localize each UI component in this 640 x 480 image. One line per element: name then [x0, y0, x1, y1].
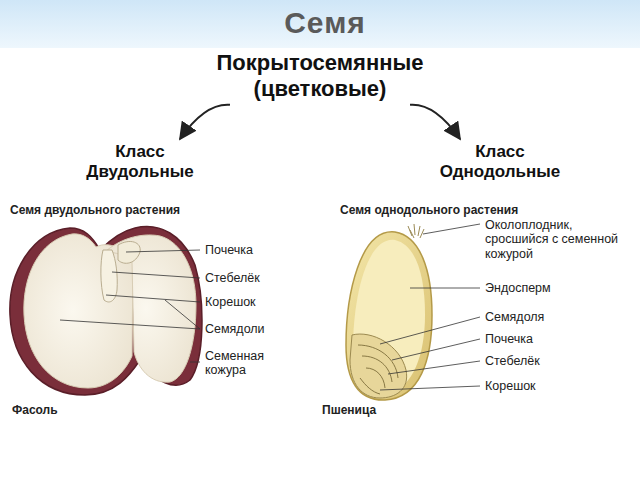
part-label: Семядоля — [485, 310, 544, 324]
part-label: Стебелёк — [205, 271, 260, 285]
class-heading: Класс Однодольные — [435, 142, 565, 183]
bean-seed — [10, 227, 202, 395]
class-heading: Покрытосемянные (цветковые) — [205, 50, 435, 103]
wheat-grain — [346, 224, 480, 400]
part-label: Околоплодник, сросшийся с семенной кожур… — [485, 218, 630, 261]
part-label: Корешок — [205, 295, 256, 309]
figure-caption: Семя однодольного растения — [340, 204, 518, 218]
branch-arrow — [410, 105, 460, 139]
figure-caption: Фасоль — [12, 404, 58, 418]
part-label: Корешок — [485, 379, 536, 393]
part-label: Почечка — [205, 243, 253, 257]
heading-text: Класс Однодольные — [435, 142, 565, 183]
part-label: Стебелёк — [485, 354, 540, 368]
branch-arrow — [180, 105, 230, 139]
part-label: Почечка — [485, 332, 533, 346]
heading-text: Покрытосемянные (цветковые) — [205, 50, 435, 103]
part-label: Семенная кожура — [205, 349, 290, 378]
figure-caption: Пшеница — [322, 404, 376, 418]
part-label: Семядоли — [205, 322, 265, 336]
class-heading: Класс Двудольные — [75, 142, 205, 183]
figure-caption: Семя двудольного растения — [10, 204, 180, 218]
page-title: Семя — [284, 6, 366, 40]
heading-text: Класс Двудольные — [75, 142, 205, 183]
part-label: Эндосперм — [485, 281, 551, 295]
